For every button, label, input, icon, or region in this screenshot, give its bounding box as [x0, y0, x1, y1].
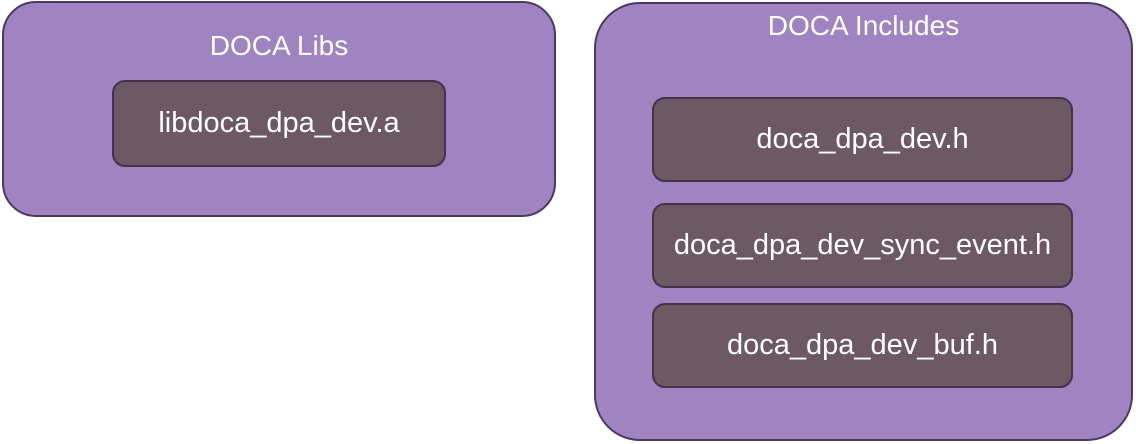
box-doca-dpa-dev-h-label: doca_dpa_dev.h — [756, 123, 969, 155]
box-doca-dpa-dev-sync-event-h: doca_dpa_dev_sync_event.h — [652, 203, 1073, 288]
panel-doca-libs-title: DOCA Libs — [209, 30, 349, 61]
panel-doca-libs: DOCA Libs libdoca_dpa_dev.a — [2, 1, 556, 217]
panel-doca-includes-title: DOCA Includes — [767, 10, 960, 41]
panel-doca-includes: DOCA Includes doca_dpa_dev.h doca_dpa_de… — [594, 2, 1133, 441]
box-libdoca-dpa-dev-a: libdoca_dpa_dev.a — [112, 80, 446, 167]
box-doca-dpa-dev-h: doca_dpa_dev.h — [652, 97, 1073, 182]
box-doca-dpa-dev-buf-h: doca_dpa_dev_buf.h — [652, 303, 1073, 388]
box-doca-dpa-dev-sync-event-h-label: doca_dpa_dev_sync_event.h — [673, 229, 1052, 261]
box-libdoca-dpa-dev-a-label: libdoca_dpa_dev.a — [158, 107, 400, 139]
box-doca-dpa-dev-buf-h-label: doca_dpa_dev_buf.h — [727, 329, 998, 361]
